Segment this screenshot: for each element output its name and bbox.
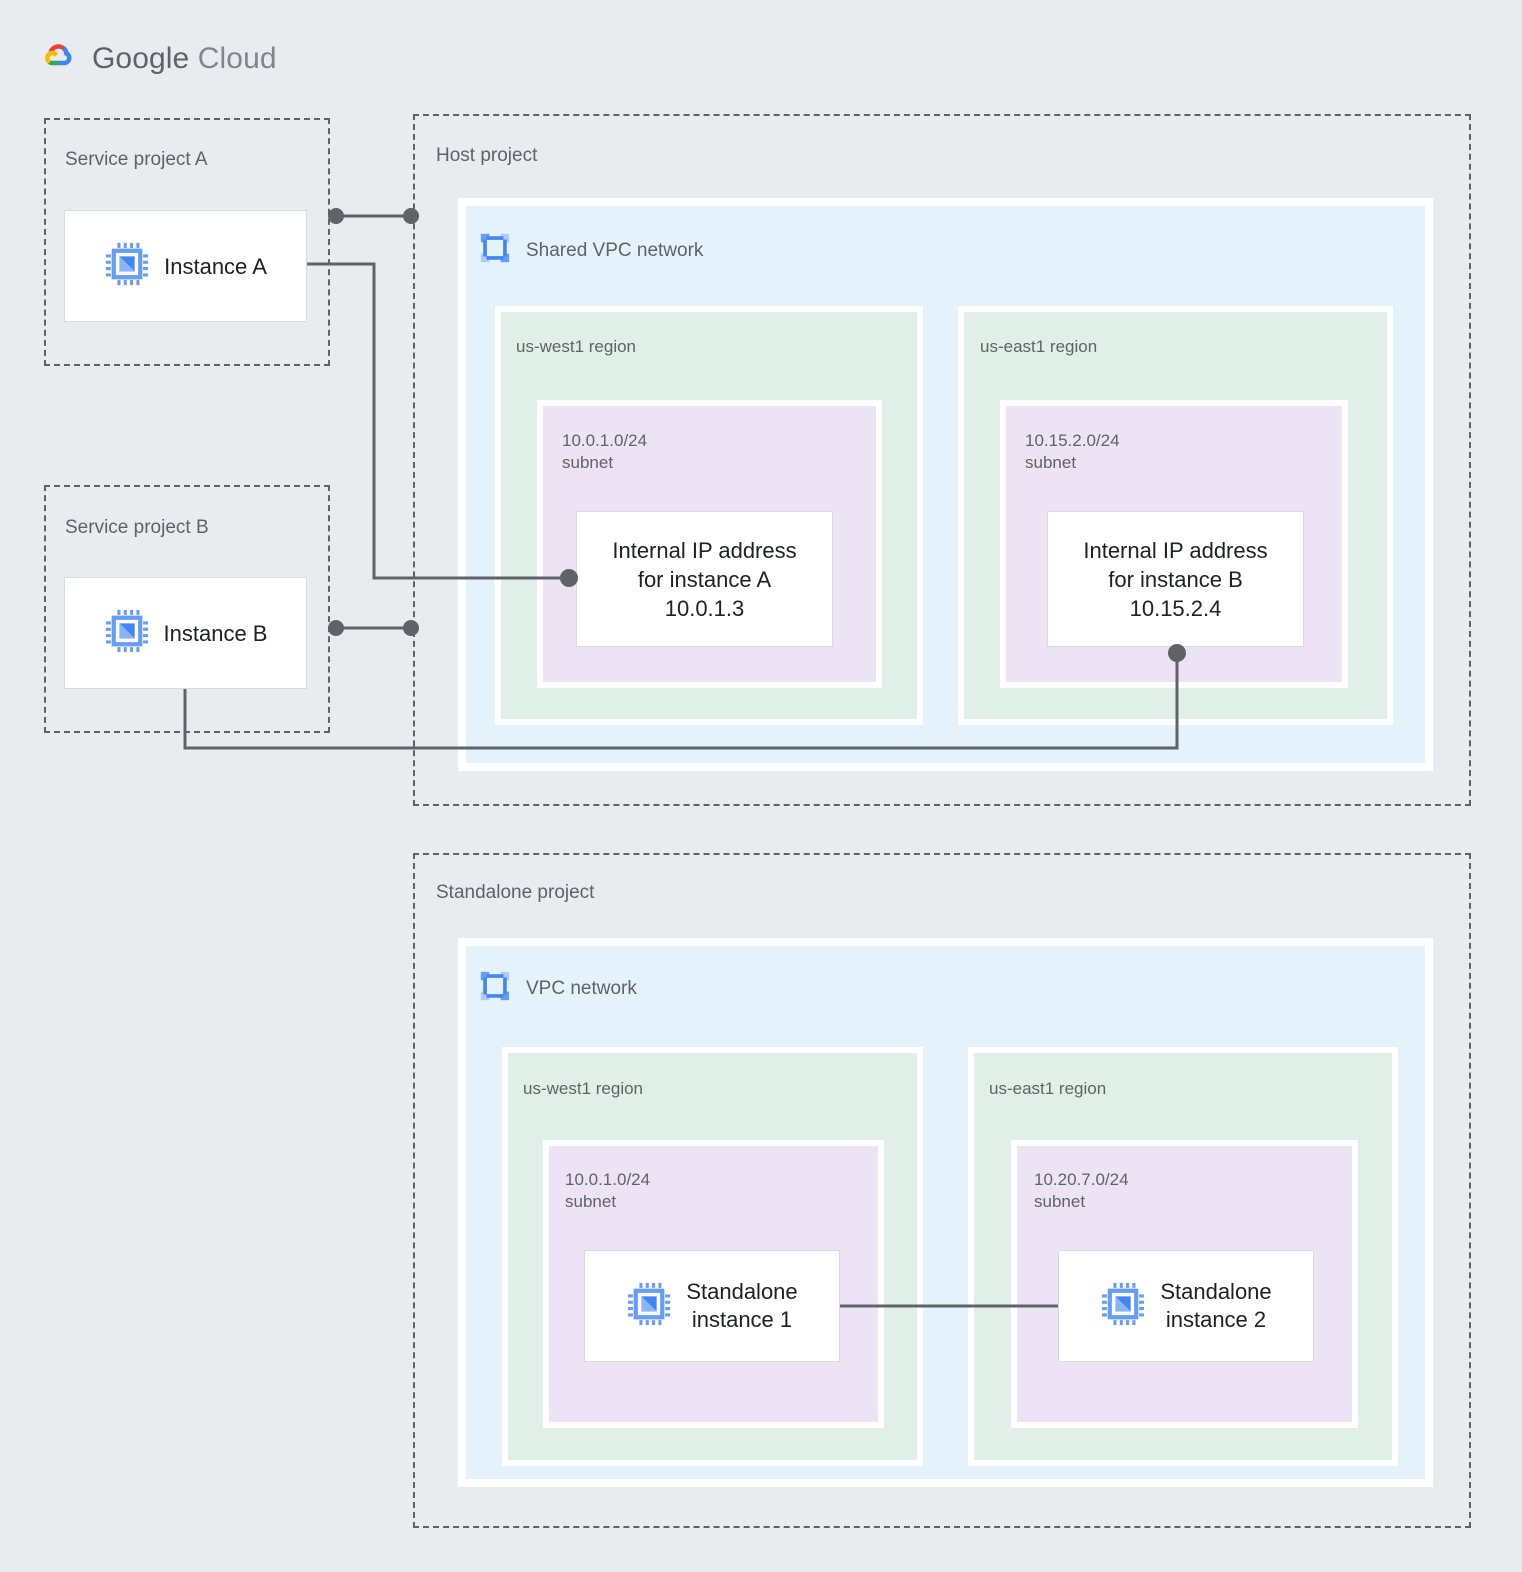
standalone-subnet-us-east1-cidr: 10.20.7.0/24 <box>1034 1170 1129 1189</box>
internal-ip-instance-a-text: Internal IP address for instance A 10.0.… <box>612 537 797 621</box>
standalone-instance-1-card[interactable]: Standalone instance 1 <box>584 1250 840 1362</box>
internal-ip-instance-b-card[interactable]: Internal IP address for instance B 10.15… <box>1047 511 1304 647</box>
vm-instance-icon <box>104 241 150 292</box>
standalone-project-container <box>413 853 1471 1528</box>
vpc-network-header: VPC network <box>478 969 637 1008</box>
brand-name: Google Cloud <box>92 42 277 76</box>
host-subnet-us-west1-cidr: 10.0.1.0/24 <box>562 431 648 450</box>
instance-a-card[interactable]: Instance A <box>64 210 307 322</box>
instance-b-label: Instance B <box>163 620 268 646</box>
vpc-network-icon <box>478 969 512 1008</box>
host-subnet-us-east1-cidr: 10.15.2.0/24 <box>1025 431 1120 450</box>
instance-a-label: Instance A <box>164 253 267 279</box>
standalone-subnet-us-east1-kind: subnet <box>1034 1192 1086 1211</box>
shared-vpc-network-header: Shared VPC network <box>478 231 703 270</box>
standalone-instance-2-label: Standalone instance 2 <box>1160 1279 1272 1332</box>
connector-instance-b-project-link <box>328 620 419 636</box>
standalone-region-us-west1-label: us-west1 region <box>523 1079 644 1098</box>
standalone-subnet-us-west1-cidr: 10.0.1.0/24 <box>565 1170 651 1189</box>
host-region-us-east1-label: us-east1 region <box>980 337 1098 356</box>
standalone-project-label: Standalone project <box>436 882 595 903</box>
service-project-a-container <box>44 118 330 366</box>
standalone-region-us-east1-label: us-east1 region <box>989 1079 1107 1098</box>
vm-instance-icon <box>104 608 150 659</box>
standalone-subnet-us-west1-label: 10.0.1.0/24 subnet <box>565 1169 650 1213</box>
google-cloud-logo: Google Cloud <box>36 38 277 80</box>
google-cloud-logo-icon <box>36 38 78 80</box>
host-project-label: Host project <box>436 145 538 166</box>
standalone-instance-2-card[interactable]: Standalone instance 2 <box>1058 1250 1314 1362</box>
brand-name-google: Google <box>92 42 190 75</box>
standalone-subnet-us-west1-kind: subnet <box>565 1192 617 1211</box>
internal-ip-instance-b-text: Internal IP address for instance B 10.15… <box>1083 537 1268 621</box>
shared-vpc-network-title: Shared VPC network <box>526 239 704 261</box>
service-project-a-label: Service project A <box>65 149 208 170</box>
instance-b-card[interactable]: Instance B <box>64 577 307 689</box>
brand-name-cloud: Cloud <box>197 42 277 75</box>
host-subnet-us-east1-label: 10.15.2.0/24 subnet <box>1025 430 1120 474</box>
service-project-b-label: Service project B <box>65 517 209 538</box>
vpc-network-icon <box>478 231 512 270</box>
host-subnet-us-east1-kind: subnet <box>1025 453 1077 472</box>
standalone-subnet-us-east1-label: 10.20.7.0/24 subnet <box>1034 1169 1129 1213</box>
host-subnet-us-west1-label: 10.0.1.0/24 subnet <box>562 430 647 474</box>
connector-instance-a-project-link <box>328 208 419 224</box>
vm-instance-icon <box>1100 1281 1146 1332</box>
vpc-network-title: VPC network <box>526 977 637 999</box>
host-region-us-west1-label: us-west1 region <box>516 337 637 356</box>
standalone-instance-1-label: Standalone instance 1 <box>686 1279 798 1332</box>
vm-instance-icon <box>626 1281 672 1332</box>
internal-ip-instance-a-card[interactable]: Internal IP address for instance A 10.0.… <box>576 511 833 647</box>
host-subnet-us-west1-kind: subnet <box>562 453 614 472</box>
